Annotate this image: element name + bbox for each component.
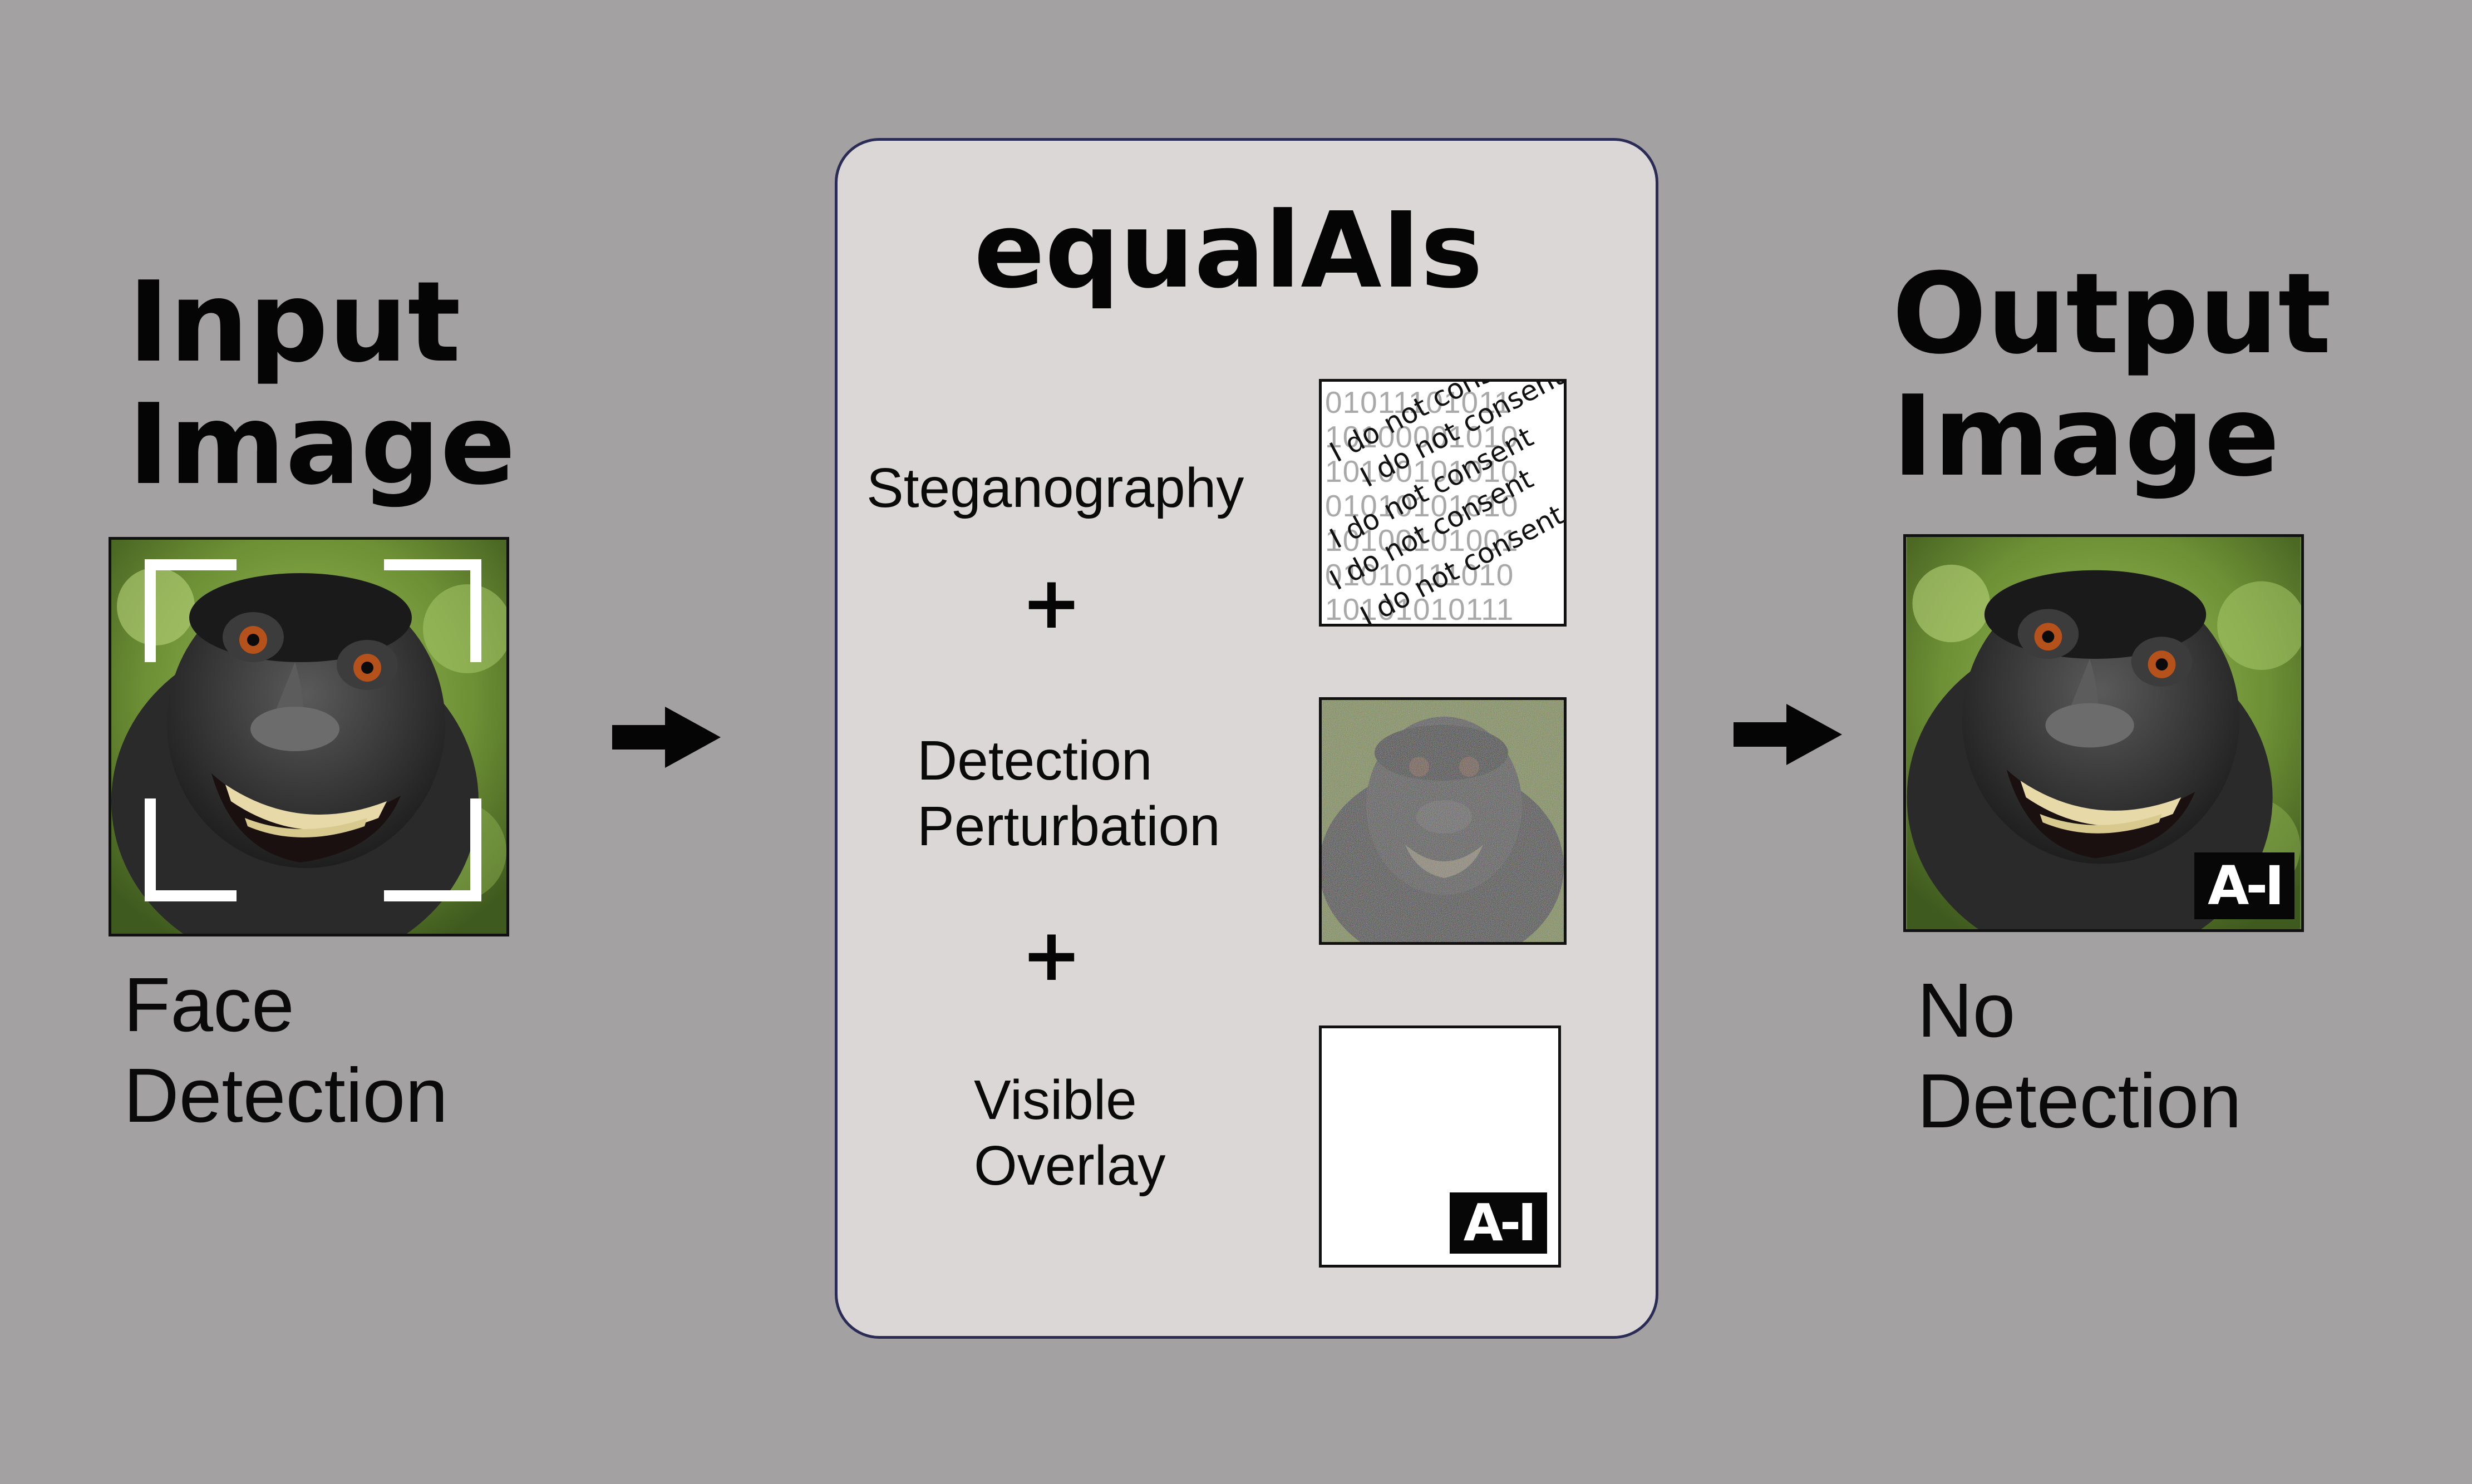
plus-icon: + (1021, 913, 1082, 997)
input-caption: Face Detection (124, 960, 448, 1141)
noisy-monkey-photo (1322, 700, 1564, 942)
monkey-photo (111, 540, 506, 934)
step-steganography-label: Steganography (866, 457, 1244, 519)
arrow-right-icon (1734, 704, 1842, 765)
binary-row: 10100101010 (1325, 454, 1519, 489)
binary-row: 01011101011 (1325, 385, 1512, 420)
binary-row: 10100101001 (1325, 523, 1519, 558)
ai-badge: A-I (2194, 852, 2294, 919)
output-title-line2: Image (1892, 372, 2280, 501)
input-image (109, 537, 509, 936)
input-title: Input Image (128, 262, 516, 506)
plus-icon: + (1021, 560, 1082, 645)
face-detection-brackets (145, 559, 481, 901)
input-title-line2: Image (128, 380, 516, 510)
output-title: Output Image (1892, 253, 2331, 498)
binary-row: 01010111010 (1325, 558, 1514, 592)
binary-row: 10100001010 (1325, 420, 1519, 454)
panel-title: equalAIs (974, 190, 1483, 312)
arrow-right-icon (612, 707, 721, 768)
output-image: A-I (1903, 534, 2304, 932)
overlay-thumbnail: A-I (1319, 1026, 1561, 1268)
watermark-lines: I do not consent I do not consent I do n… (1322, 382, 1564, 624)
binary-row: 01010101010 (1325, 489, 1519, 523)
equalais-panel: equalAIs Steganography + Detection Pertu… (835, 138, 1658, 1339)
input-title-line1: Input (128, 258, 461, 387)
output-caption-line1: No (1917, 968, 2016, 1053)
output-title-line1: Output (1892, 249, 2332, 379)
ai-badge: A-I (1450, 1192, 1547, 1254)
binary-row: 10101010111 (1325, 592, 1514, 627)
input-caption-line1: Face (124, 962, 294, 1048)
perturbation-thumbnail (1319, 697, 1567, 945)
output-caption: No Detection (1917, 965, 2242, 1147)
step-overlay-label: Visible Overlay (974, 1069, 1166, 1197)
step-perturbation-label: Detection Perturbation (917, 729, 1220, 857)
output-caption-line2: Detection (1917, 1058, 2242, 1144)
input-caption-line2: Detection (124, 1052, 448, 1138)
